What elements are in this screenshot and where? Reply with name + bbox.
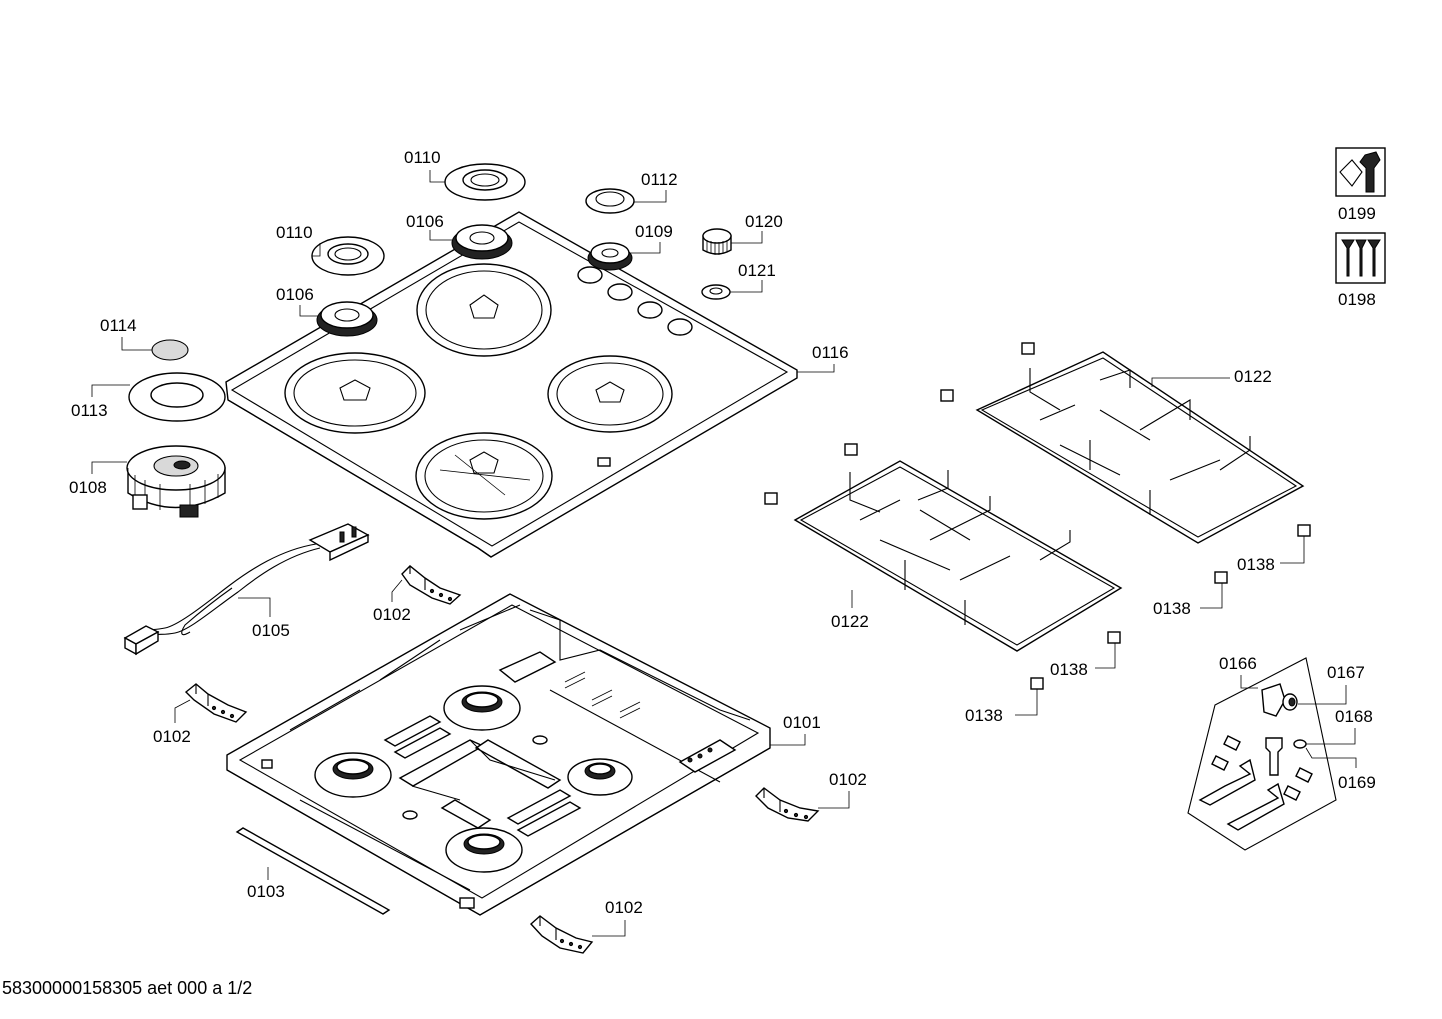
label-0110-left: 0110 bbox=[276, 223, 313, 242]
bottom-tray-0101 bbox=[226, 593, 771, 916]
label-0102-c: 0102 bbox=[829, 770, 867, 789]
burner-cap-ring-0110-left bbox=[311, 236, 385, 276]
hob-top-panel bbox=[225, 211, 798, 558]
label-0168: 0168 bbox=[1335, 707, 1373, 726]
control-knob-0120 bbox=[702, 228, 732, 255]
burner-head-0109 bbox=[587, 242, 633, 271]
sealing-strip-0103 bbox=[235, 827, 391, 915]
mounting-bracket-0102-b bbox=[184, 683, 248, 723]
label-0114: 0114 bbox=[100, 316, 137, 335]
wrench-tool-icon bbox=[1335, 147, 1386, 197]
knob-bezel-0121 bbox=[701, 284, 731, 300]
pan-support-0122-right bbox=[975, 351, 1305, 544]
burner-base-0108 bbox=[126, 445, 226, 518]
label-0120: 0120 bbox=[745, 212, 783, 231]
label-0112: 0112 bbox=[641, 170, 678, 189]
label-0138-b: 0138 bbox=[1153, 599, 1191, 618]
label-0108: 0108 bbox=[69, 478, 107, 497]
mounting-bracket-0102-d bbox=[530, 915, 594, 954]
burner-head-0106-left bbox=[316, 301, 378, 337]
label-0101: 0101 bbox=[783, 713, 821, 732]
label-0138-c: 0138 bbox=[1050, 660, 1088, 679]
burner-cap-ring-0110-top bbox=[444, 163, 526, 201]
leader-lines bbox=[91, 170, 1357, 937]
rubber-foot-0138 bbox=[764, 342, 1311, 690]
burner-head-0106-upper bbox=[451, 224, 513, 260]
label-0102-d: 0102 bbox=[605, 898, 643, 917]
document-id-footer: 58300000158305 aet 000 a 1/2 bbox=[2, 978, 253, 998]
label-0109: 0109 bbox=[635, 222, 673, 241]
label-0121: 0121 bbox=[738, 261, 776, 280]
wok-ring-0113 bbox=[128, 372, 226, 422]
label-0138-d: 0138 bbox=[965, 706, 1003, 725]
mounting-bracket-0102-c bbox=[755, 787, 820, 822]
label-0102-a: 0102 bbox=[373, 605, 411, 624]
power-cord-0105 bbox=[123, 523, 370, 656]
part-number-labels: 0110 0112 0110 0106 0109 0120 0121 0106 … bbox=[69, 148, 1376, 917]
label-0167: 0167 bbox=[1327, 663, 1365, 682]
mounting-bracket-0102-a bbox=[401, 565, 462, 605]
label-0102-b: 0102 bbox=[153, 727, 191, 746]
label-0105: 0105 bbox=[252, 621, 290, 640]
burner-cap-0112 bbox=[585, 188, 635, 214]
accessory-kit-0166 bbox=[1187, 657, 1337, 851]
label-0138-a: 0138 bbox=[1237, 555, 1275, 574]
label-0106-upper: 0106 bbox=[406, 212, 444, 231]
label-0169: 0169 bbox=[1338, 773, 1376, 792]
label-0116: 0116 bbox=[812, 343, 849, 362]
label-0122-left: 0122 bbox=[831, 612, 869, 631]
label-0166: 0166 bbox=[1219, 654, 1257, 673]
burner-cap-0114 bbox=[151, 339, 189, 361]
label-0113: 0113 bbox=[71, 401, 108, 420]
label-0103: 0103 bbox=[247, 882, 285, 901]
label-0199: 0199 bbox=[1338, 204, 1376, 223]
label-0110-top: 0110 bbox=[404, 148, 441, 167]
screws-icon bbox=[1335, 232, 1386, 284]
label-0122-right: 0122 bbox=[1234, 367, 1272, 386]
label-0106-left: 0106 bbox=[276, 285, 314, 304]
label-0198: 0198 bbox=[1338, 290, 1376, 309]
pan-support-0122-left bbox=[793, 460, 1123, 652]
